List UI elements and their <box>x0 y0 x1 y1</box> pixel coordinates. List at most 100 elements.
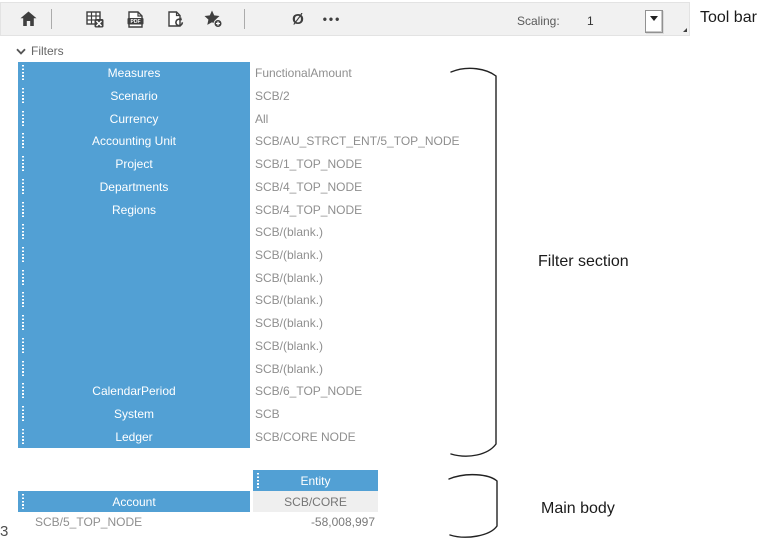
filter-dimension-cell[interactable]: Departments <box>18 175 250 199</box>
export-pdf-icon: PDF <box>127 10 144 28</box>
filter-dimension-label: Departments <box>99 179 169 194</box>
filter-value[interactable]: SCB/4_TOP_NODE <box>250 175 480 199</box>
filter-value[interactable]: SCB/1_TOP_NODE <box>250 152 480 176</box>
home-icon <box>20 11 37 27</box>
filter-row[interactable]: Ledger SCB/CORE NODE <box>18 425 480 448</box>
filter-row[interactable]: CalendarPeriod SCB/6_TOP_NODE <box>18 379 480 403</box>
filter-value[interactable]: SCB/(blank.) <box>250 357 480 380</box>
filter-dimension-label: Measures <box>107 66 161 81</box>
filter-dimension-cell[interactable]: Scenario <box>18 84 250 108</box>
filter-value[interactable]: SCB <box>250 402 480 426</box>
drag-handle-icon[interactable] <box>22 88 24 105</box>
filter-dimension-cell[interactable]: Ledger <box>18 425 250 448</box>
filter-value[interactable]: SCB/CORE NODE <box>250 425 480 448</box>
filter-dimension-cell[interactable] <box>18 243 250 267</box>
filter-value[interactable]: All <box>250 107 480 131</box>
filter-value[interactable]: SCB/AU_STRCT_ENT/5_TOP_NODE <box>250 130 480 153</box>
filter-row[interactable]: Measures FunctionalAmount <box>18 62 480 85</box>
filter-dimension-cell[interactable] <box>18 311 250 335</box>
filter-dimension-cell[interactable] <box>18 266 250 290</box>
filter-dimension-cell[interactable]: Measures <box>18 62 250 85</box>
filter-value[interactable]: SCB/(blank.) <box>250 334 480 358</box>
drag-handle-icon[interactable] <box>22 428 24 445</box>
filter-dimension-cell[interactable] <box>18 357 250 380</box>
drag-handle-icon[interactable] <box>22 156 24 173</box>
filter-dimension-label: Ledger <box>115 429 153 444</box>
filter-dimension-cell[interactable]: System <box>18 402 250 426</box>
drag-handle-icon[interactable] <box>22 133 24 150</box>
filter-value[interactable]: SCB/2 <box>250 84 480 108</box>
drag-handle-icon[interactable] <box>22 65 24 82</box>
export-excel-button[interactable] <box>82 6 108 32</box>
filters-collapse-toggle[interactable]: Filters <box>16 42 64 60</box>
home-button[interactable] <box>15 6 41 32</box>
filter-row[interactable]: SCB/(blank.) <box>18 311 480 335</box>
drag-handle-icon[interactable] <box>22 178 24 195</box>
filter-dimension-cell[interactable]: Currency <box>18 107 250 131</box>
more-icon: ••• <box>322 12 342 26</box>
filter-row[interactable]: Scenario SCB/2 <box>18 84 480 108</box>
entity-column-header[interactable]: Entity <box>253 470 378 491</box>
filter-dimension-cell[interactable]: Project <box>18 152 250 176</box>
filter-row[interactable]: SCB/(blank.) <box>18 357 480 380</box>
refresh-document-button[interactable] <box>162 6 188 32</box>
filter-dimension-cell[interactable] <box>18 334 250 358</box>
filter-row[interactable]: Currency All <box>18 107 480 131</box>
data-value-cell[interactable]: -58,008,997 <box>310 515 375 529</box>
drag-handle-icon[interactable] <box>257 472 259 489</box>
filter-row[interactable]: SCB/(blank.) <box>18 266 480 290</box>
drag-handle-icon[interactable] <box>22 201 24 218</box>
drag-handle-icon[interactable] <box>22 383 24 400</box>
drag-handle-icon[interactable] <box>22 315 24 332</box>
account-member-cell[interactable]: SCB/5_TOP_NODE <box>35 515 143 529</box>
drag-handle-icon[interactable] <box>22 224 24 241</box>
chevron-down-icon <box>650 16 658 21</box>
drag-handle-icon[interactable] <box>22 246 24 263</box>
entity-member-cell[interactable]: SCB/CORE <box>253 491 378 512</box>
filter-value[interactable]: SCB/(blank.) <box>250 243 480 267</box>
filter-dimension-cell[interactable]: CalendarPeriod <box>18 379 250 403</box>
filter-value[interactable]: SCB/6_TOP_NODE <box>250 379 480 403</box>
dropdown-corner-icon <box>683 28 687 32</box>
more-button[interactable]: ••• <box>319 6 345 32</box>
filter-row[interactable]: SCB/(blank.) <box>18 220 480 244</box>
drag-handle-icon[interactable] <box>22 360 24 377</box>
entity-header-label: Entity <box>300 473 331 488</box>
account-header-label: Account <box>112 494 156 509</box>
filter-dimension-cell[interactable]: Accounting Unit <box>18 130 250 153</box>
filter-row[interactable]: SCB/(blank.) <box>18 334 480 358</box>
filter-value[interactable]: FunctionalAmount <box>250 62 480 85</box>
filter-row[interactable]: SCB/(blank.) <box>18 289 480 312</box>
drag-handle-icon[interactable] <box>22 269 24 286</box>
filter-dimension-label: CalendarPeriod <box>92 384 176 399</box>
filter-row[interactable]: Accounting Unit SCB/AU_STRCT_ENT/5_TOP_N… <box>18 130 480 153</box>
scaling-value: 1 <box>587 14 594 28</box>
filter-dimension-cell[interactable]: Regions <box>18 198 250 221</box>
filter-value[interactable]: SCB/4_TOP_NODE <box>250 198 480 221</box>
filter-row[interactable]: Departments SCB/4_TOP_NODE <box>18 175 480 199</box>
filter-row[interactable]: SCB/(blank.) <box>18 243 480 267</box>
filter-row[interactable]: System SCB <box>18 402 480 426</box>
scaling-dropdown[interactable] <box>645 10 663 33</box>
filter-value[interactable]: SCB/(blank.) <box>250 266 480 290</box>
filter-value[interactable]: SCB/(blank.) <box>250 311 480 335</box>
drag-handle-icon[interactable] <box>22 493 24 510</box>
add-favorite-icon <box>204 10 223 28</box>
filter-row[interactable]: Regions SCB/4_TOP_NODE <box>18 198 480 221</box>
toolbar-annotation: Tool bar <box>700 9 757 26</box>
filter-value[interactable]: SCB/(blank.) <box>250 289 480 312</box>
filter-dimension-cell[interactable] <box>18 289 250 312</box>
drag-handle-icon[interactable] <box>22 405 24 422</box>
export-pdf-button[interactable]: PDF <box>122 6 148 32</box>
filter-dimension-label: System <box>113 406 154 421</box>
add-favorite-button[interactable] <box>200 6 226 32</box>
filter-row[interactable]: Project SCB/1_TOP_NODE <box>18 152 480 176</box>
drag-handle-icon[interactable] <box>22 292 24 309</box>
scaling-label: Scaling: <box>517 14 560 28</box>
filter-dimension-cell[interactable] <box>18 220 250 244</box>
zero-suppression-button[interactable]: Ø <box>285 6 687 32</box>
drag-handle-icon[interactable] <box>22 110 24 127</box>
drag-handle-icon[interactable] <box>22 337 24 354</box>
account-row-header[interactable]: Account <box>18 491 250 512</box>
filter-value[interactable]: SCB/(blank.) <box>250 220 480 244</box>
